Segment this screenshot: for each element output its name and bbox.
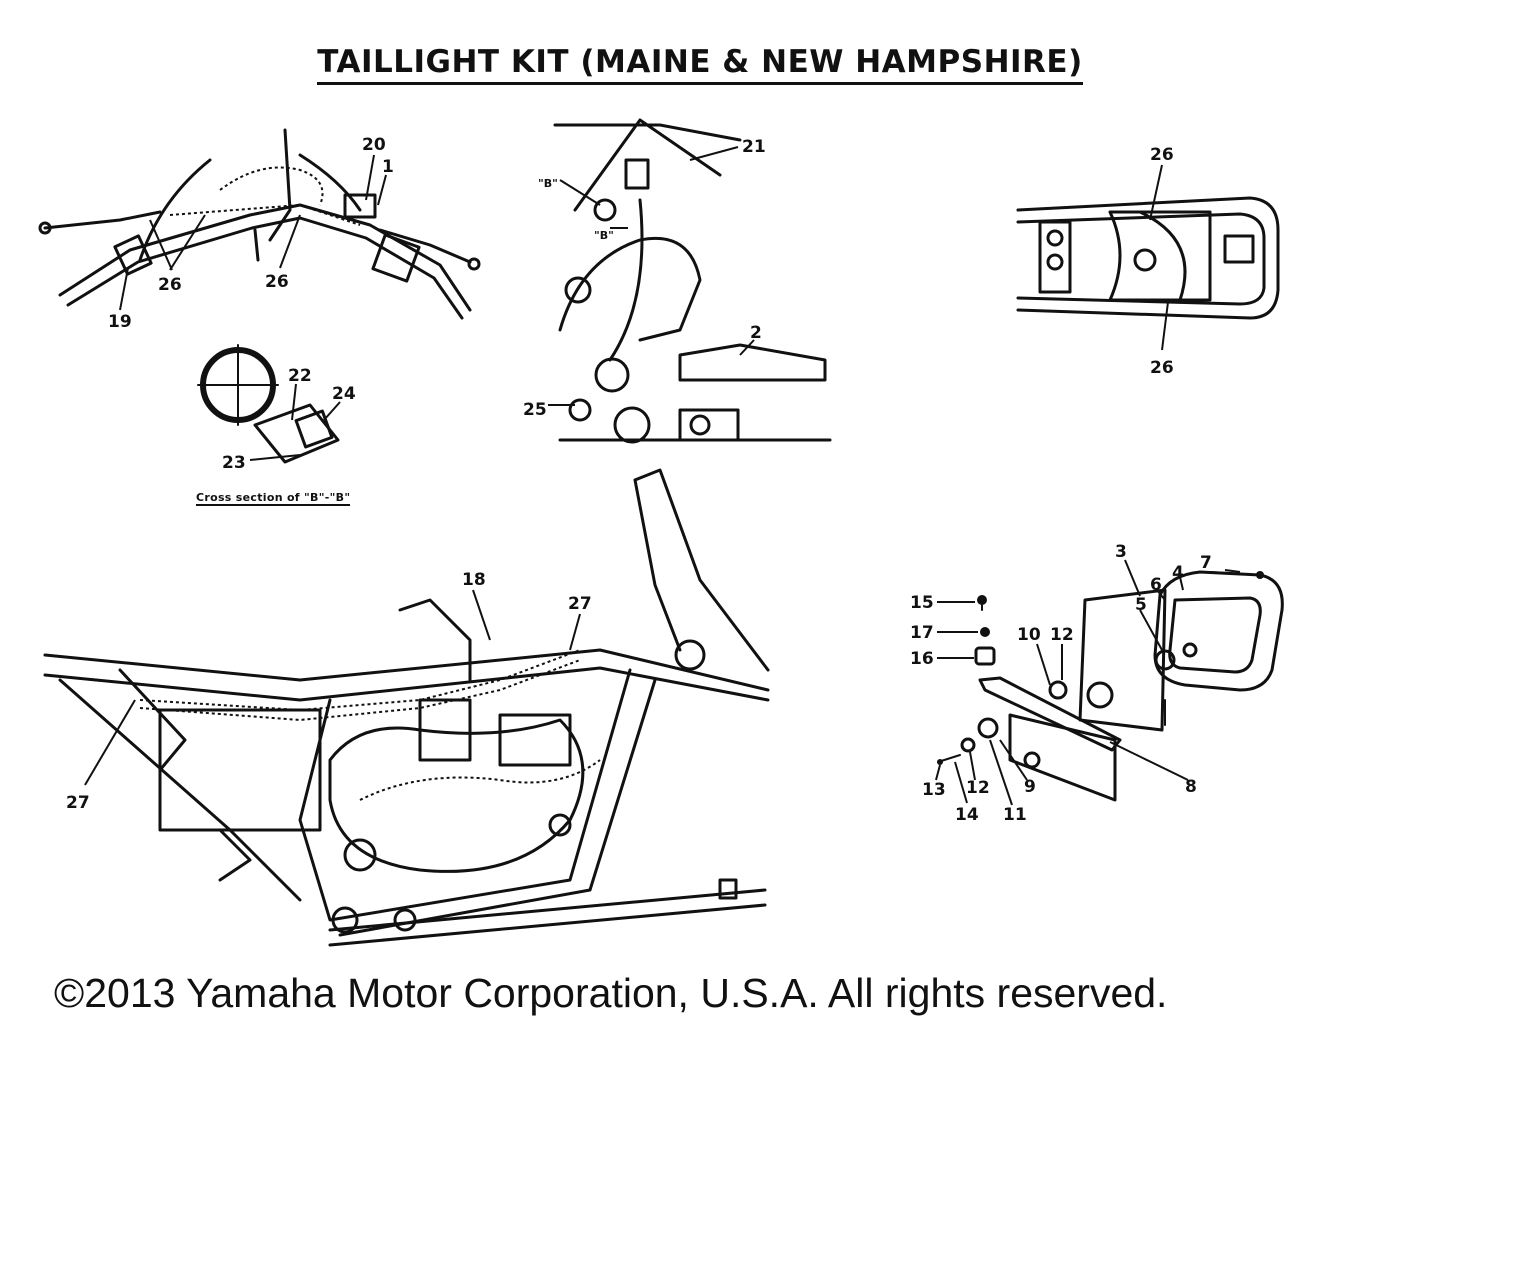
callout-11: 11 <box>1003 805 1027 825</box>
callout-26: 26 <box>1150 358 1174 378</box>
callout-17: 17 <box>910 623 934 643</box>
taillight-exploded-view <box>937 570 1284 802</box>
callout-24: 24 <box>332 384 356 404</box>
callout-20: 20 <box>362 135 386 155</box>
callout-3: 3 <box>1115 542 1127 562</box>
handlebar-assembly <box>38 128 481 320</box>
frame-wiring-harness <box>43 468 770 947</box>
rear-fender-detail <box>1016 196 1280 320</box>
callout-16: 16 <box>910 649 934 669</box>
callout-2: 2 <box>750 323 762 343</box>
callout-9: 9 <box>1024 777 1036 797</box>
callout-13: 13 <box>922 780 946 800</box>
callout-26: 26 <box>158 275 182 295</box>
callout-12: 12 <box>1050 625 1074 645</box>
callout-4: 4 <box>1172 563 1184 583</box>
callout-7: 7 <box>1200 553 1212 573</box>
callout-26: 26 <box>1150 145 1174 165</box>
callout-5: 5 <box>1135 595 1147 615</box>
cross-section-caption: Cross section of "B"-"B" <box>196 491 351 506</box>
section-mark-b: "B" <box>538 177 558 190</box>
section-mark-b: "B" <box>594 229 614 242</box>
cross-section-detail <box>197 344 340 464</box>
copyright-notice: ©2013 Yamaha Motor Corporation, U.S.A. A… <box>54 970 1168 1016</box>
callout-21: 21 <box>742 137 766 157</box>
callout-8: 8 <box>1185 777 1197 797</box>
callout-6: 6 <box>1150 575 1162 595</box>
callout-18: 18 <box>462 570 486 590</box>
callout-10: 10 <box>1017 625 1041 645</box>
callout-23: 23 <box>222 453 246 473</box>
frame-neck-detail <box>553 118 832 444</box>
callout-15: 15 <box>910 593 934 613</box>
callout-1: 1 <box>382 157 394 177</box>
callout-22: 22 <box>288 366 312 386</box>
callout-26: 26 <box>265 272 289 292</box>
callout-27: 27 <box>66 793 90 813</box>
diagram-title: TAILLIGHT KIT (MAINE & NEW HAMPSHIRE) <box>0 44 1400 85</box>
callout-12: 12 <box>966 778 990 798</box>
callout-27: 27 <box>568 594 592 614</box>
callout-14: 14 <box>955 805 979 825</box>
callout-25: 25 <box>523 400 547 420</box>
callout-19: 19 <box>108 312 132 332</box>
